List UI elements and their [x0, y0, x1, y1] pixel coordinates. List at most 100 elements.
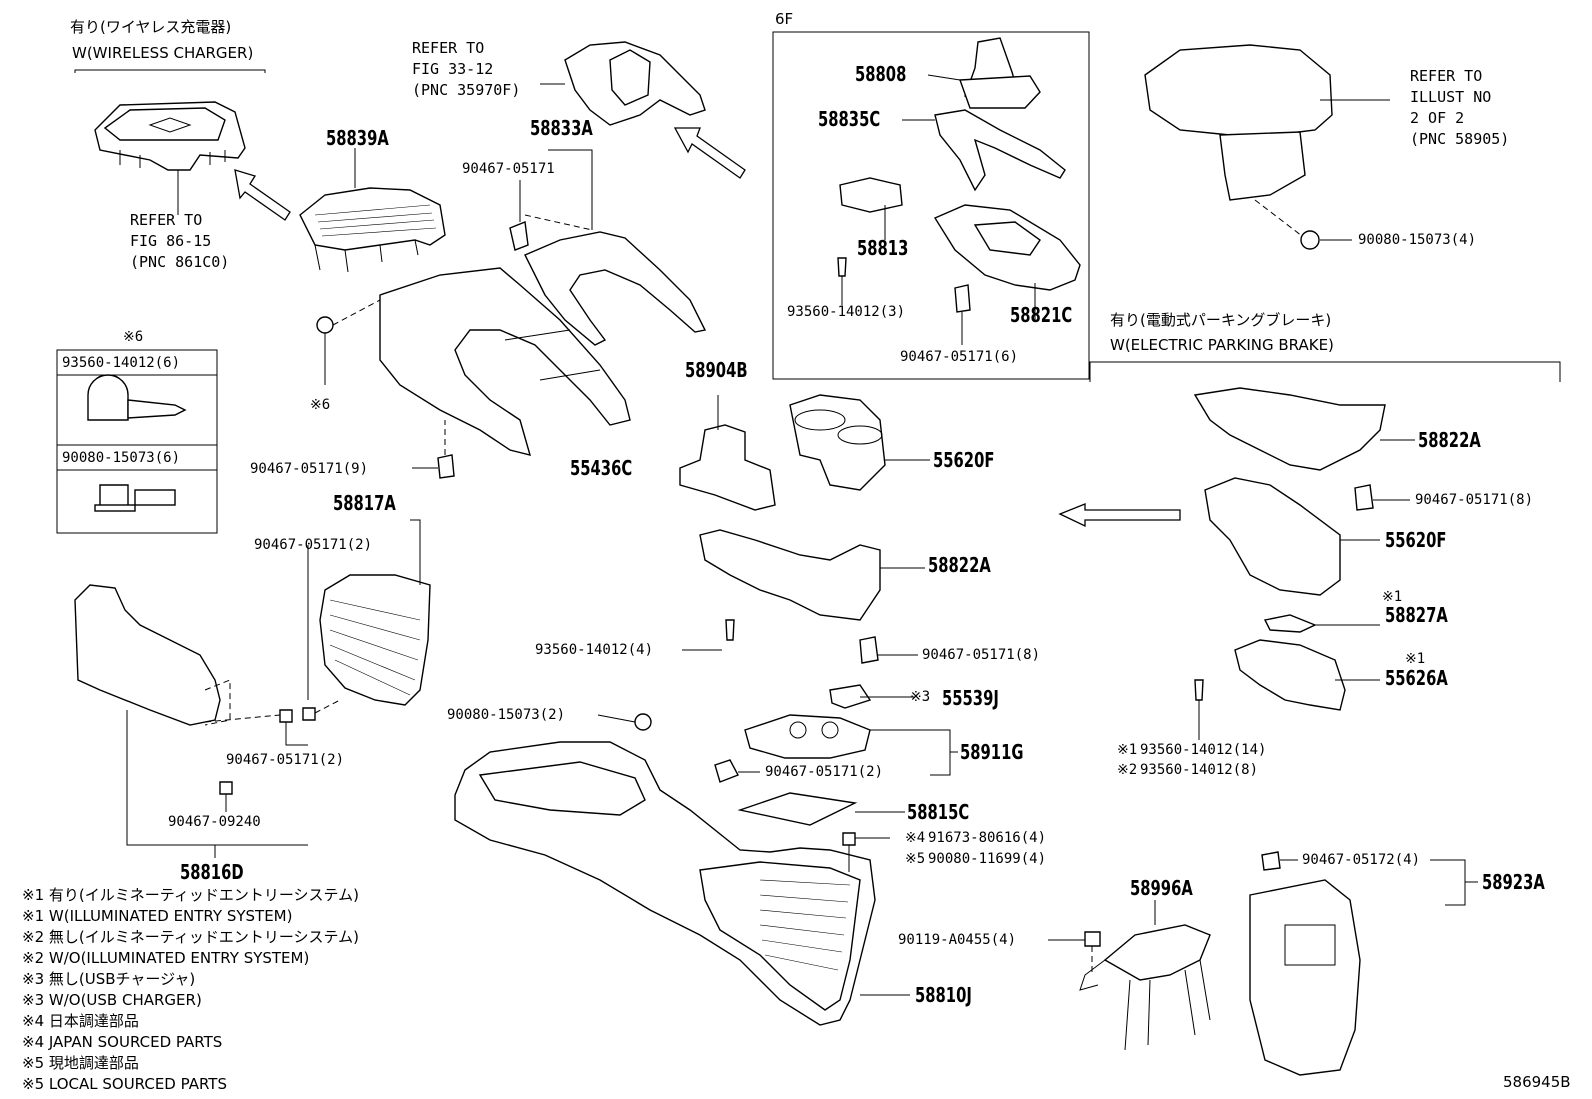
wireless-charger-bracket — [74, 69, 266, 73]
part-58810J-console — [454, 741, 876, 1026]
part-58833A-panel — [524, 231, 707, 346]
part-58996A — [1079, 924, 1211, 1051]
part-55620F-cupholder — [789, 394, 886, 491]
fastener-90080-15073-2: 90080-15073(2) — [447, 707, 566, 723]
fastener-90467-05171-2-c: 90467-05171(2) — [765, 764, 884, 780]
fastener-93560-14012-3: 93560-14012(3) — [787, 304, 906, 320]
part-58817A — [319, 574, 431, 706]
fastener-90467-05171-top: 90467-05171 — [462, 161, 555, 177]
pnc-58815C: 58815C — [907, 800, 970, 824]
pnc-58821C: 58821C — [1010, 303, 1073, 327]
arrow-to-gearshift — [673, 127, 746, 179]
wireless-charger-part — [94, 101, 246, 171]
refer-illust: REFER TO ILLUST NO 2 OF 2 (PNC 58905) — [1410, 67, 1510, 148]
pnc-58808: 58808 — [855, 62, 907, 86]
note-2-en: ※2 W/O(ILLUMINATED ENTRY SYSTEM) — [22, 949, 310, 967]
fastener-legend-box — [56, 349, 218, 534]
note-1-en: ※1 W(ILLUMINATED ENTRY SYSTEM) — [22, 907, 293, 925]
header-epb-en: W(ELECTRIC PARKING BRAKE) — [1110, 336, 1334, 354]
note-5-en: ※5 LOCAL SOURCED PARTS — [22, 1075, 227, 1093]
pnc-58996A: 58996A — [1130, 876, 1193, 900]
part-55436C — [379, 267, 631, 456]
note-5-jp: ※5 現地調達部品 — [22, 1054, 139, 1072]
note-2-jp: ※2 無し(イルミネーティッドエントリーシステム) — [22, 928, 359, 946]
fastener-90467-05171-9: 90467-05171(9) — [250, 461, 369, 477]
fastener-90467-05171-6: 90467-05171(6) — [900, 349, 1019, 365]
header-wireless-jp: 有り(ワイヤレス充電器) — [70, 18, 232, 36]
mark-x1-58827A: ※1 — [1382, 589, 1403, 605]
pnc-55620F-epb: 55620F — [1385, 528, 1447, 552]
part-55620F-epb — [1204, 477, 1341, 596]
mark-x2-screw: ※2 — [1117, 762, 1138, 778]
fastener-90119-A0455-4: 90119-A0455(4) — [898, 932, 1017, 948]
pnc-58833A: 58833A — [530, 116, 593, 140]
pnc-58911G: 58911G — [960, 740, 1024, 764]
part-armrest — [1144, 44, 1333, 201]
mark-x1-55626A: ※1 — [1405, 651, 1426, 667]
pnc-58822A-epb: 58822A — [1418, 428, 1481, 452]
pnc-58839A: 58839A — [326, 126, 389, 150]
part-58822A-center — [699, 529, 881, 621]
pnc-55626A: 55626A — [1385, 666, 1448, 690]
refer-fig86: REFER TO FIG 86-15 (PNC 861C0) — [130, 211, 230, 271]
part-58835C — [934, 109, 1066, 192]
fastener-93560-14012-8: 93560-14012(8) — [1140, 762, 1259, 778]
part-58833A-gearshift-trim — [564, 41, 706, 126]
part-58827A — [1263, 614, 1317, 633]
pnc-58816D: 58816D — [180, 860, 244, 884]
pnc-58827A: 58827A — [1385, 603, 1448, 627]
fastener-90467-05171-2-a: 90467-05171(2) — [254, 537, 373, 553]
note-4-jp: ※4 日本調達部品 — [22, 1012, 139, 1030]
mark-x4: ※4 — [905, 830, 926, 846]
fastener-91673-80616-4: 91673-80616(4) — [928, 830, 1047, 846]
part-55626A — [1234, 639, 1346, 711]
mark-x1-screw: ※1 — [1117, 742, 1138, 758]
header-wireless-en: W(WIRELESS CHARGER) — [72, 44, 254, 62]
pnc-58810J: 58810J — [915, 983, 972, 1007]
mark-x6-clip: ※6 — [310, 397, 331, 413]
arrow-epb — [1058, 503, 1181, 528]
fastener-93560-14012-14: 93560-14012(14) — [1140, 742, 1267, 758]
part-58813-switch — [839, 177, 903, 213]
mark-x5: ※5 — [905, 851, 926, 867]
pnc-58817A: 58817A — [333, 491, 396, 515]
pnc-58923A: 58923A — [1482, 870, 1545, 894]
pnc-58822A-center: 58822A — [928, 553, 991, 577]
epb-bracket — [1089, 361, 1561, 382]
legend-row-90080: 90080-15073(6) — [62, 450, 181, 466]
pnc-55436C: 55436C — [570, 456, 633, 480]
part-58923A — [1249, 879, 1361, 1076]
note-4-en: ※4 JAPAN SOURCED PARTS — [22, 1033, 223, 1051]
part-58815C-mat — [737, 792, 858, 826]
six-f-box — [772, 31, 1090, 380]
fastener-90467-05172-4: 90467-05172(4) — [1302, 852, 1421, 868]
fastener-90467-05171-8-b: 90467-05171(8) — [1415, 492, 1534, 508]
header-6f: 6F — [775, 10, 794, 28]
refer-fig33: REFER TO FIG 33-12 (PNC 35970F) — [412, 39, 521, 99]
part-58839A — [299, 187, 446, 273]
note-3-jp: ※3 無し(USBチャージャ) — [22, 970, 196, 988]
part-58821C — [933, 204, 1081, 291]
legend-row-93560: 93560-14012(6) — [62, 355, 181, 371]
part-58808-boot — [959, 37, 1041, 109]
part-58911G — [714, 684, 872, 783]
pnc-55539J: 55539J — [942, 686, 999, 710]
note-3-en: ※3 W/O(USB CHARGER) — [22, 991, 202, 1009]
fastener-90467-09240: 90467-09240 — [168, 814, 261, 830]
part-58822A-epb — [1193, 387, 1386, 471]
pnc-58813: 58813 — [857, 236, 909, 260]
diagram-id: 586945B — [1503, 1073, 1571, 1091]
fastener-90467-05171-2-b: 90467-05171(2) — [226, 752, 345, 768]
arrow-to-wireless — [234, 169, 291, 221]
part-58904B — [679, 424, 776, 511]
mark-x3: ※3 — [910, 689, 931, 705]
header-epb-jp: 有り(電動式パーキングブレーキ) — [1110, 311, 1332, 329]
mark-x6-legend: ※6 — [123, 329, 144, 345]
fastener-90080-15073-4: 90080-15073(4) — [1358, 232, 1477, 248]
fastener-90467-05171-8-a: 90467-05171(8) — [922, 647, 1041, 663]
pnc-58904B: 58904B — [685, 358, 748, 382]
part-58816D — [74, 584, 231, 726]
note-1-jp: ※1 有り(イルミネーティッドエントリーシステム) — [22, 886, 359, 904]
pnc-58835C: 58835C — [818, 107, 881, 131]
